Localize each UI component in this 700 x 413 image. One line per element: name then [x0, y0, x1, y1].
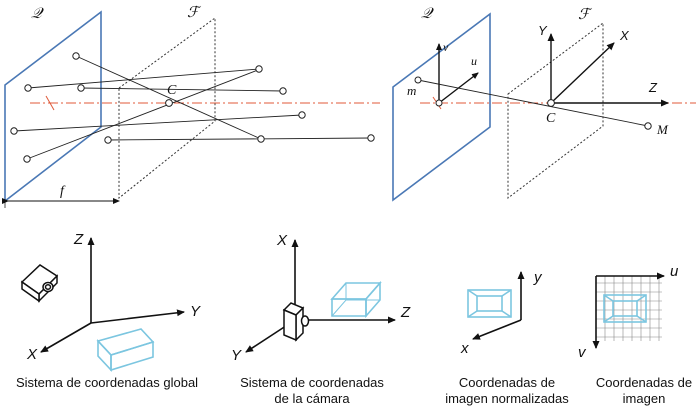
- global-axis-x-label: X: [26, 346, 38, 363]
- pinhole-diagram-left: 𝒬 ℱ C f: [2, 3, 380, 208]
- camera-frame-axis-x-label: X: [276, 232, 288, 249]
- optical-center-label: C: [167, 83, 177, 98]
- panel-normalized-image: y x: [460, 269, 543, 357]
- scene-box: [96, 328, 155, 373]
- panel-image-coordinates: u v: [578, 263, 679, 361]
- panel-global-coordinates: Z Y X: [20, 231, 201, 373]
- caption-normalized-line1: Coordenadas de: [458, 375, 556, 390]
- image-plane-right: [392, 12, 491, 202]
- norm-axis-x-label: x: [460, 340, 469, 357]
- caption-camera-line2: de la cámara: [274, 391, 350, 406]
- caption-camera: Sistema de coordenadas de la cámara: [232, 375, 392, 407]
- pixel-axis-u-label: u: [670, 263, 679, 280]
- camera-axis-x: [550, 42, 615, 104]
- focal-plane-label: ℱ: [187, 3, 202, 21]
- image-axis-v-label: v: [443, 40, 449, 54]
- caption-normalized: Coordenadas de imagen normalizadas: [432, 375, 582, 407]
- image-plane: [4, 10, 102, 203]
- caption-image: Coordenadas de imagen: [588, 375, 700, 407]
- global-axis-y: [90, 309, 185, 324]
- principal-point-mark: [45, 95, 55, 111]
- camera-axis-z-label: Z: [648, 80, 658, 95]
- projection-rays: [13, 55, 372, 160]
- image-point-label: m: [407, 83, 416, 98]
- focal-plane: [118, 17, 216, 200]
- focal-length-label: f: [60, 184, 66, 199]
- caption-camera-line1: Sistema de coordenadas: [240, 375, 384, 390]
- optical-center-label-right: C: [546, 111, 556, 126]
- pinhole-diagram-right: 𝒬 ℱ C Y X Z u v m M: [392, 4, 696, 202]
- scene-box-camera: [330, 280, 382, 319]
- caption-image-line2: imagen: [622, 391, 666, 406]
- global-axis-x: [40, 322, 92, 353]
- pixel-axis-v-label: v: [578, 344, 587, 361]
- world-point-label: M: [656, 122, 669, 137]
- pixel-grid: [596, 276, 662, 341]
- camera-frame-axis-z-label: Z: [400, 304, 411, 321]
- camera-frame-axis-y-label: Y: [231, 347, 242, 364]
- camera-axis-x-label: X: [619, 28, 630, 43]
- focal-plane-label-right: ℱ: [578, 5, 593, 23]
- points-right: [414, 76, 652, 130]
- pixel-image-box: [603, 294, 647, 323]
- caption-normalized-line2: imagen normalizadas: [445, 391, 569, 406]
- normalized-image-box: [467, 289, 512, 318]
- image-plane-label-right: 𝒬: [421, 4, 434, 22]
- camera-axis-y-label: Y: [538, 23, 548, 38]
- camera-icon-frame: [282, 302, 310, 342]
- ray-endpoints: [10, 52, 375, 163]
- global-axis-z-label: Z: [73, 231, 84, 248]
- camera-icon: [20, 264, 59, 303]
- caption-image-line1: Coordenadas de: [595, 375, 693, 390]
- caption-global-line1: Sistema de coordenadas global: [15, 375, 199, 390]
- projection-ray-right: [417, 79, 649, 127]
- image-plane-label: 𝒬: [31, 4, 44, 22]
- caption-global: Sistema de coordenadas global: [2, 375, 212, 391]
- focal-plane-right: [507, 22, 604, 200]
- global-axis-y-label: Y: [190, 303, 201, 320]
- panel-camera-coordinates: X Z Y: [231, 232, 411, 364]
- norm-axis-y-label: y: [533, 269, 543, 286]
- image-axis-u-label: u: [471, 54, 477, 68]
- norm-axis-x: [472, 319, 522, 340]
